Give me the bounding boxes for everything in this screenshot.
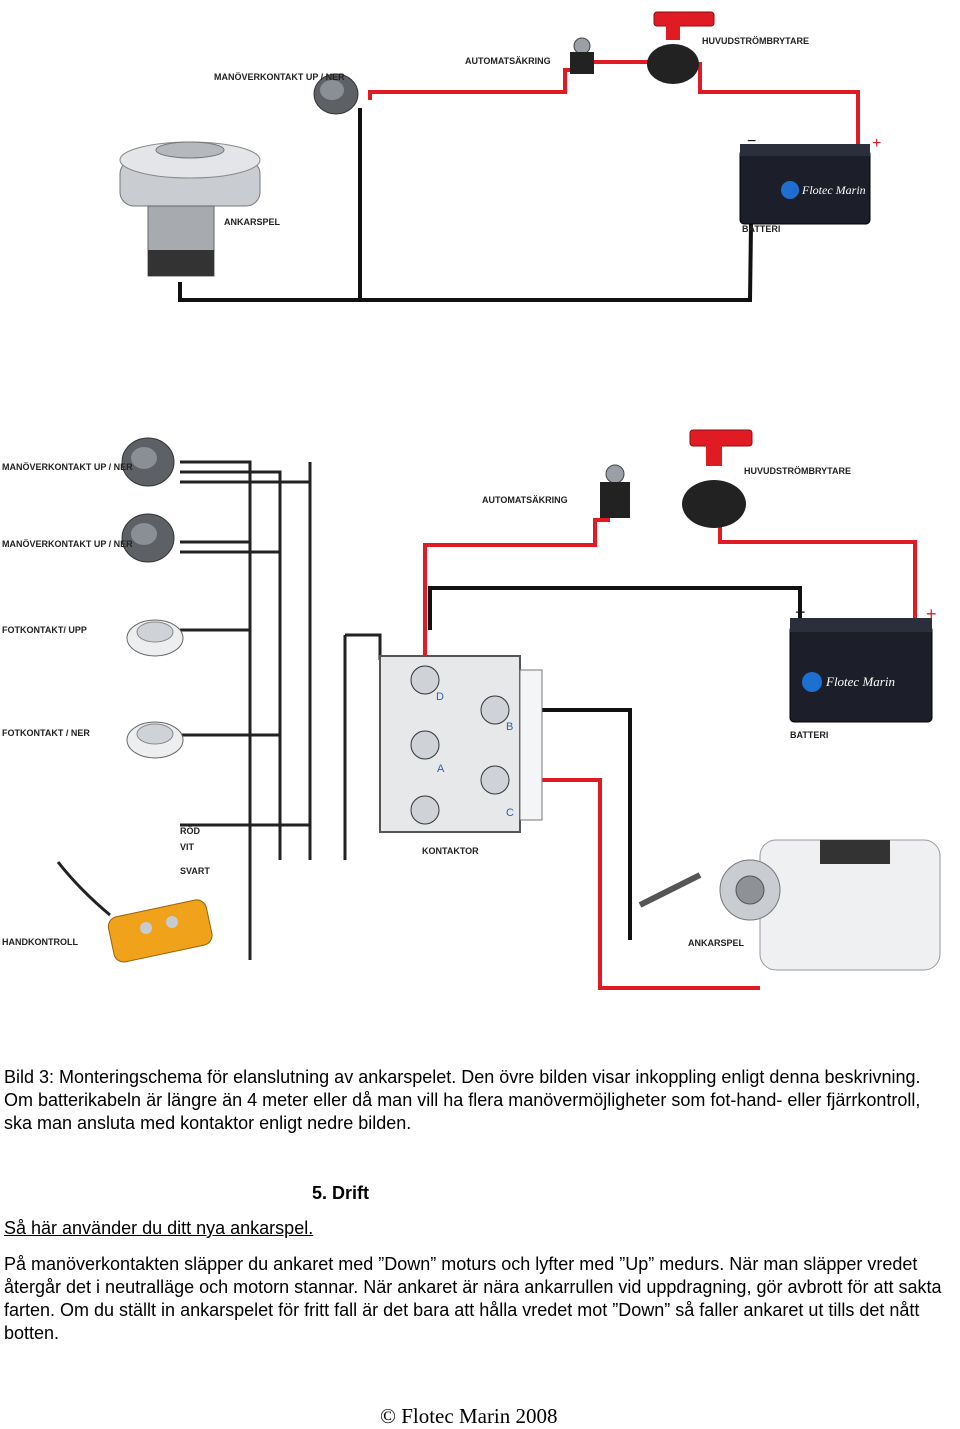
battery-brand: Flotec Marin xyxy=(801,183,866,197)
terminal-d: D xyxy=(436,691,444,703)
label-wire-black: SVART xyxy=(180,866,210,876)
label-main-switch: HUVUDSTRÖMBRYTARE xyxy=(744,466,851,476)
control-switch xyxy=(313,73,359,115)
hand-remote xyxy=(56,861,213,963)
minus-sign: − xyxy=(747,133,756,150)
positive-wire xyxy=(698,62,860,152)
windlass xyxy=(638,839,941,971)
label-wire-red: RÖD xyxy=(180,826,201,836)
label-foot-down: FOTKONTAKT / NER xyxy=(2,728,90,738)
label-wire-white: VIT xyxy=(180,842,195,852)
label-switch-2: MANÖVERKONTAKT UP / NER xyxy=(2,539,133,549)
battery: Flotec Marin xyxy=(789,618,933,723)
circuit-breaker xyxy=(570,37,594,74)
foot-switch-up xyxy=(126,619,184,657)
terminal-b: B xyxy=(506,721,513,733)
positive-wire xyxy=(718,520,917,628)
label-main-switch: HUVUDSTRÖMBRYTARE xyxy=(702,36,809,46)
label-remote: HANDKONTROLL xyxy=(2,937,78,947)
control-switch-1 xyxy=(121,437,175,487)
label-breaker: AUTOMATSÄKRING xyxy=(482,495,568,505)
label-switch: MANÖVERKONTAKT UP / NER xyxy=(214,72,345,82)
main-switch xyxy=(682,429,753,528)
section-subheading: Så här använder du ditt nya ankarspel. xyxy=(4,1218,314,1238)
control-wire xyxy=(345,633,382,660)
label-foot-up: FOTKONTAKT/ UPP xyxy=(2,625,87,635)
positive-wire xyxy=(495,778,760,990)
battery: Flotec Marin xyxy=(739,144,871,225)
control-wire xyxy=(180,470,282,860)
section-body: På manöverkontakten släpper du ankaret m… xyxy=(4,1254,942,1343)
control-switch-2 xyxy=(121,513,175,563)
label-switch-1: MANÖVERKONTAKT UP / NER xyxy=(2,462,133,472)
wires xyxy=(180,460,917,990)
negative-wire xyxy=(178,108,362,302)
positive-wire xyxy=(368,60,650,100)
plus-sign: + xyxy=(926,604,937,624)
wiring-diagram-simple: Flotec Marin MANÖVERKONTAKT UP / NER AUT… xyxy=(119,11,881,302)
windlass xyxy=(119,141,261,277)
circuit-breaker xyxy=(600,464,630,518)
section-heading: 5. Drift xyxy=(312,1183,370,1203)
contactor: D B A C xyxy=(379,655,543,833)
plus-sign: + xyxy=(872,135,881,152)
label-contactor: KONTAKTOR xyxy=(422,846,479,856)
negative-wire xyxy=(360,151,754,302)
label-battery: BATTERI xyxy=(742,224,780,234)
label-breaker: AUTOMATSÄKRING xyxy=(465,56,551,66)
control-wire xyxy=(180,460,252,860)
positive-wire xyxy=(423,518,610,680)
minus-sign: − xyxy=(795,602,806,622)
figure-caption: Bild 3: Monteringschema för elanslutning… xyxy=(4,1067,921,1133)
label-windlass: ANKARSPEL xyxy=(688,938,745,948)
main-switch xyxy=(647,11,715,84)
copyright-footer: © Flotec Marin 2008 xyxy=(380,1404,558,1428)
label-battery: BATTERI xyxy=(790,730,828,740)
foot-switch-down xyxy=(126,721,184,759)
wiring-diagram-contactor: D B A C Flotec Marin MANÖVERKONTAKT UP /… xyxy=(2,429,941,990)
terminal-c: C xyxy=(506,807,514,819)
negative-wire xyxy=(428,586,802,630)
label-windlass: ANKARSPEL xyxy=(224,217,281,227)
battery-brand: Flotec Marin xyxy=(825,674,895,689)
terminal-a: A xyxy=(437,763,445,775)
